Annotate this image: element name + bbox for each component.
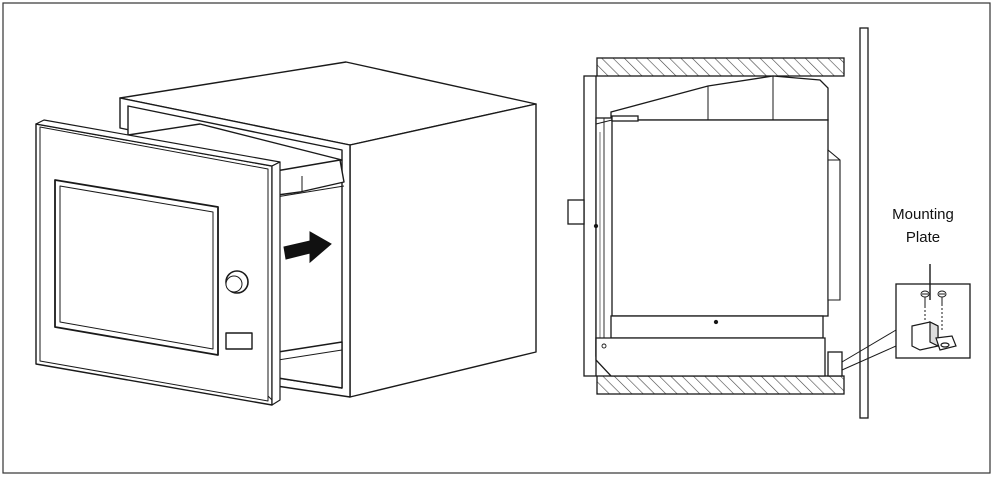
insert-arrow-icon (283, 231, 332, 264)
perspective-view (35, 61, 537, 406)
section-view (567, 27, 971, 419)
side-knob (567, 199, 585, 225)
oven-window (54, 179, 219, 356)
wall-panel (859, 27, 869, 419)
bracket-icon (911, 321, 957, 351)
cabinet-top-board (596, 57, 845, 77)
oven-body-top (610, 75, 829, 121)
mounting-plate-section (827, 351, 843, 377)
mounting-plate-label-line1: Mounting (892, 206, 954, 223)
door-button (225, 332, 253, 350)
screw-icon (920, 290, 930, 322)
cabinet-side (349, 103, 537, 398)
support-plate (610, 315, 824, 339)
oven-body (610, 119, 829, 317)
mounting-plate-label-line2: Plate (905, 229, 941, 246)
screw-icon-2 (937, 290, 947, 330)
cabinet-bottom-board (596, 375, 845, 395)
